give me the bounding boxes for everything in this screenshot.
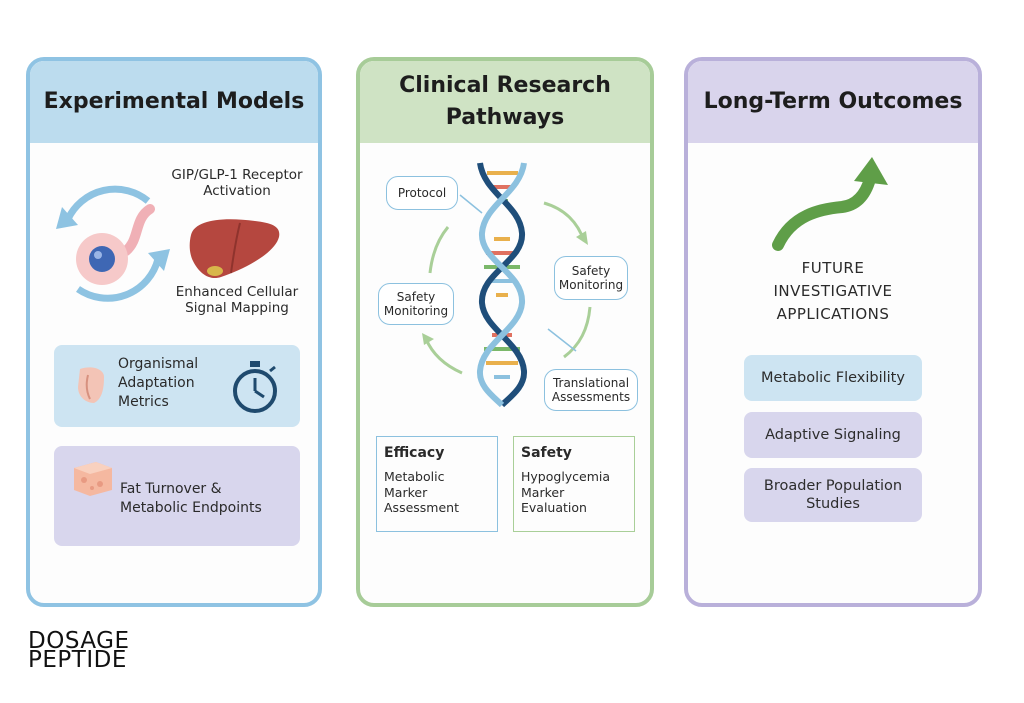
safety-monitoring-label-left: Safety Monitoring [383, 290, 449, 318]
translational-assessments-bubble: Translational Assessments [544, 369, 638, 411]
fat-turnover-text: Fat Turnover & Metabolic Endpoints [120, 481, 262, 516]
experimental-models-header: Experimental Models [30, 61, 318, 143]
organismal-adaptation-card: Organismal Adaptation Metrics [54, 345, 300, 427]
long-term-outcomes-panel: Long-Term Outcomes FUTURE INVESTIGATIVE … [684, 57, 982, 607]
outcome-item-metabolic-flexibility: Metabolic Flexibility [744, 355, 922, 401]
cellular-signal-label: Enhanced Cellular Signal Mapping [175, 284, 299, 316]
clinical-research-panel: Clinical Research Pathways [356, 57, 654, 607]
clinical-research-header: Clinical Research Pathways [360, 61, 650, 143]
efficacy-box: Efficacy Metabolic Marker Assessment [376, 436, 498, 532]
fat-turnover-card: Fat Turnover & Metabolic Endpoints [54, 446, 300, 546]
safety-title: Safety [521, 445, 572, 461]
brand-logo: DOSAGE PEPTIDE [28, 628, 130, 673]
long-term-outcomes-title: Long-Term Outcomes [703, 89, 963, 114]
outcome-item-broader-population: Broader Population Studies [744, 468, 922, 522]
efficacy-text: Metabolic Marker Assessment [384, 469, 459, 515]
translational-assessments-label: Translational Assessments [551, 376, 631, 404]
protocol-label: Protocol [397, 186, 447, 200]
safety-monitoring-bubble-left: Safety Monitoring [378, 283, 454, 325]
outcome-item-label: Adaptive Signaling [765, 427, 901, 443]
outcome-item-label: Broader Population Studies [763, 478, 903, 512]
organismal-adaptation-text: Organismal Adaptation Metrics [118, 356, 199, 410]
stopwatch-icon [233, 361, 277, 413]
protocol-bubble: Protocol [386, 176, 458, 210]
efficacy-title: Efficacy [384, 445, 445, 461]
outcome-item-adaptive-signaling: Adaptive Signaling [744, 412, 922, 458]
experimental-models-title: Experimental Models [43, 89, 305, 114]
safety-box: Safety Hypoglycemia Marker Evaluation [513, 436, 635, 532]
liver-icon [189, 219, 280, 279]
dna-cycle-diagram [422, 162, 592, 408]
safety-monitoring-label-right: Safety Monitoring [558, 264, 624, 292]
safety-monitoring-bubble-right: Safety Monitoring [554, 256, 628, 300]
safety-text: Hypoglycemia Marker Evaluation [521, 469, 611, 515]
clinical-research-title: Clinical Research Pathways [399, 73, 611, 130]
fat-tissue-icon [74, 462, 112, 496]
tissue-icon [78, 367, 104, 403]
logo-line-2: PEPTIDE [28, 647, 127, 673]
receptor-activation-label: GIP/GLP-1 Receptor Activation [171, 167, 303, 199]
upward-arrow-icon [772, 157, 888, 251]
future-applications-text: FUTURE INVESTIGATIVE APPLICATIONS [773, 259, 893, 323]
cell-cycle-icon [56, 185, 170, 302]
outcome-item-label: Metabolic Flexibility [761, 370, 905, 386]
experimental-models-panel: Experimental Models GIP/GLP-1 Receptor A… [26, 57, 322, 607]
long-term-outcomes-header: Long-Term Outcomes [688, 61, 978, 143]
logo-line-1: DOSAGE [28, 628, 130, 654]
